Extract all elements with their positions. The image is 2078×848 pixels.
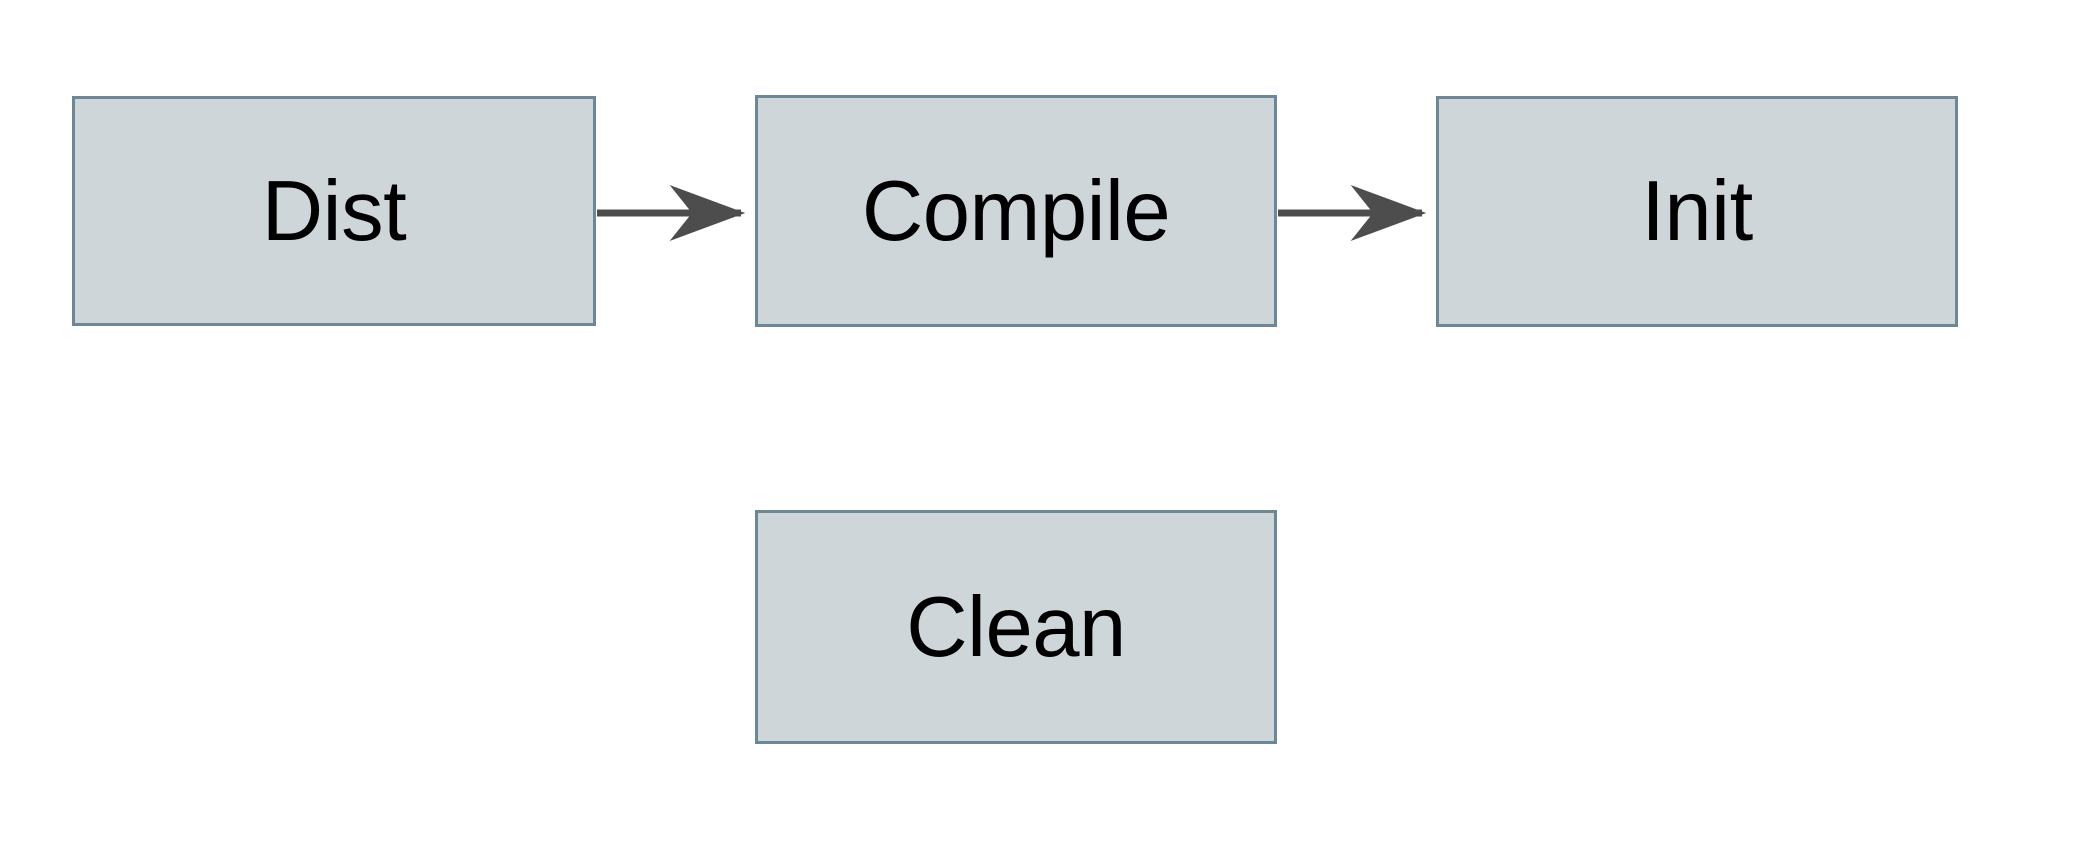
node-clean[interactable]: Clean [755, 510, 1277, 744]
node-dist[interactable]: Dist [72, 96, 596, 326]
node-init[interactable]: Init [1436, 96, 1958, 327]
node-init-label: Init [1641, 164, 1753, 259]
node-compile[interactable]: Compile [755, 95, 1277, 327]
node-clean-label: Clean [906, 579, 1126, 675]
node-dist-label: Dist [261, 163, 407, 259]
node-compile-label: Compile [861, 163, 1171, 259]
